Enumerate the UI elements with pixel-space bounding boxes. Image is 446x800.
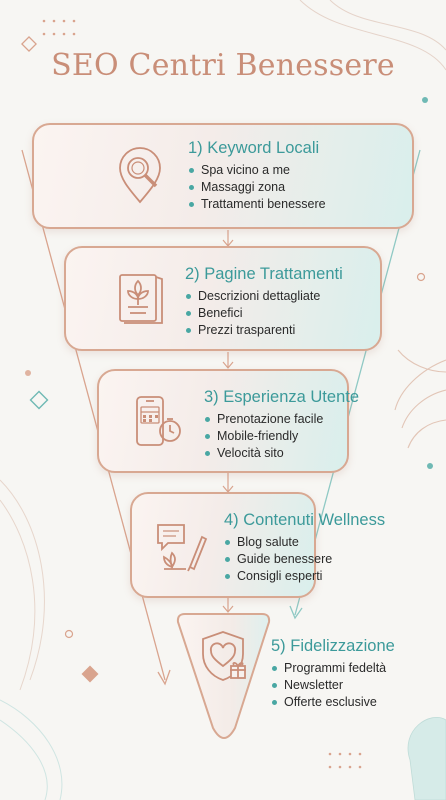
stage-title: 4) Contenuti Wellness [224,511,386,529]
stage-title: 2) Pagine Trattamenti [185,265,343,283]
stage-title: 3) Esperienza Utente [204,388,360,406]
list-item: Newsletter [271,677,395,694]
list-item: Guide benessere [224,551,385,568]
list-item: Velocità sito [204,445,359,462]
funnel-stage-pagine-trattamenti: 2) Pagine Trattamenti Descrizioni dettag… [64,246,382,351]
list-item: Descrizioni dettagliate [185,288,343,305]
page-title: SEO Centri Benessere [51,48,395,83]
stage-title: 5) Fidelizzazione [271,637,395,655]
mobile-booking-icon [129,391,189,451]
list-item: Consigli esperti [224,568,385,585]
teal-dot [422,97,428,103]
leaf-decoration [394,349,446,449]
funnel-stage-contenuti-wellness: 4) Contenuti Wellness Blog salute Guide … [130,492,385,598]
funnel-stage-esperienza-utente: 3) Esperienza Utente Prenotazione facile… [97,369,359,473]
diamond-outline [21,36,37,52]
list-item: Blog salute [224,534,385,551]
content-writing-icon [150,515,210,575]
treatment-menu-icon [110,269,170,329]
list-item: Massaggi zona [188,179,326,196]
list-item: Programmi fedeltà [271,660,395,677]
list-item: Prenotazione facile [204,411,359,428]
list-item: Trattamenti benessere [188,196,326,213]
list-item: Offerte esclusive [271,694,395,711]
funnel-stage-fidelizzazione: 5) Fidelizzazione Programmi fedeltà News… [271,637,395,711]
dot-pattern [42,19,76,36]
list-item: Prezzi trasparenti [185,322,343,339]
list-item: Benefici [185,305,343,322]
location-search-icon [110,146,170,206]
list-item: Spa vicino a me [188,162,326,179]
list-item: Mobile-friendly [204,428,359,445]
loyalty-shield-icon [193,626,253,686]
funnel-stage-keyword-locali: 1) Keyword Locali Spa vicino a me Massag… [32,123,414,229]
stage-title: 1) Keyword Locali [188,139,320,157]
